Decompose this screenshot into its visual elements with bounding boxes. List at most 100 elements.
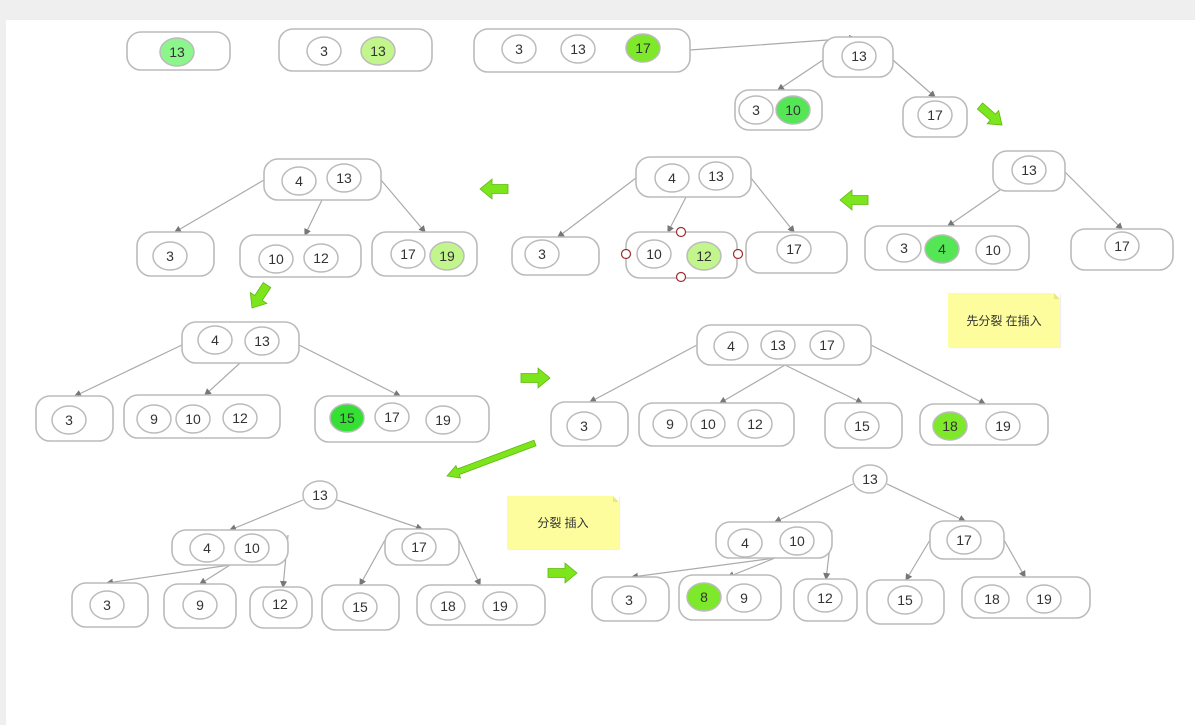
key-circle[interactable] xyxy=(844,411,880,441)
resize-handle[interactable] xyxy=(675,271,687,283)
tree-edge xyxy=(718,364,786,404)
key-circle[interactable] xyxy=(1026,584,1062,614)
key-circle[interactable] xyxy=(611,585,647,615)
step-arrow-icon xyxy=(839,189,869,211)
key-circle[interactable] xyxy=(760,330,796,360)
key-value: 4 xyxy=(295,173,303,189)
key-value: 13 xyxy=(708,168,724,184)
tree-edge xyxy=(198,564,231,585)
key-circle[interactable] xyxy=(234,533,270,563)
key-circle[interactable] xyxy=(1104,231,1140,261)
key-circle[interactable] xyxy=(303,243,339,273)
key-circle[interactable] xyxy=(222,403,258,433)
tree-edge xyxy=(905,539,931,582)
key-value: 15 xyxy=(339,410,355,426)
key-circle[interactable] xyxy=(946,525,982,555)
key-circle[interactable] xyxy=(262,589,298,619)
btree-node[interactable] xyxy=(239,234,362,278)
key-circle[interactable] xyxy=(654,163,690,193)
key-circle[interactable] xyxy=(698,161,734,191)
key-circle[interactable] xyxy=(686,241,722,271)
resize-handle[interactable] xyxy=(675,226,687,238)
key-circle[interactable] xyxy=(136,404,172,434)
key-circle[interactable] xyxy=(727,528,763,558)
key-circle[interactable] xyxy=(306,36,342,66)
note-text: 分裂 插入 xyxy=(537,516,589,530)
key-circle[interactable] xyxy=(807,583,843,613)
key-circle[interactable] xyxy=(425,405,461,435)
key-circle[interactable] xyxy=(390,239,426,269)
key-circle[interactable] xyxy=(329,403,365,433)
key-circle[interactable] xyxy=(932,411,968,441)
key-circle[interactable] xyxy=(1011,155,1047,185)
key-circle[interactable] xyxy=(737,409,773,439)
key-value: 10 xyxy=(646,246,662,262)
key-circle[interactable] xyxy=(924,234,960,264)
key-circle[interactable] xyxy=(89,590,125,620)
key-value: 8 xyxy=(700,589,708,605)
key-circle[interactable] xyxy=(51,405,87,435)
key-circle[interactable] xyxy=(841,41,877,71)
key-circle[interactable] xyxy=(374,402,410,432)
key-circle[interactable] xyxy=(886,233,922,263)
key-circle[interactable] xyxy=(182,590,218,620)
tree-edge xyxy=(784,364,864,404)
key-circle[interactable] xyxy=(326,163,362,193)
key-circle[interactable] xyxy=(917,100,953,130)
key-circle[interactable] xyxy=(152,241,188,271)
key-circle[interactable] xyxy=(985,411,1021,441)
btree-node[interactable] xyxy=(278,28,433,72)
key-circle[interactable] xyxy=(429,241,465,271)
key-circle[interactable] xyxy=(524,239,560,269)
key-circle[interactable] xyxy=(887,585,923,615)
btree-node[interactable] xyxy=(635,156,752,198)
key-circle[interactable] xyxy=(342,592,378,622)
key-circle[interactable] xyxy=(975,235,1011,265)
key-circle[interactable] xyxy=(258,244,294,274)
key-circle[interactable] xyxy=(738,95,774,125)
key-circle[interactable] xyxy=(775,95,811,125)
key-circle[interactable] xyxy=(636,239,672,269)
key-circle[interactable] xyxy=(652,409,688,439)
key-circle[interactable] xyxy=(566,411,602,441)
resize-handle[interactable] xyxy=(732,248,744,260)
key-circle[interactable] xyxy=(302,480,338,510)
sticky-note-split-insert[interactable]: 分裂 插入 xyxy=(507,496,619,549)
resize-handle[interactable] xyxy=(620,248,632,260)
key-circle[interactable] xyxy=(625,33,661,63)
key-circle[interactable] xyxy=(776,234,812,264)
tree-edge xyxy=(298,344,402,397)
key-circle[interactable] xyxy=(281,166,317,196)
key-circle[interactable] xyxy=(686,582,722,612)
tree-edge xyxy=(892,59,936,98)
key-circle[interactable] xyxy=(726,583,762,613)
key-value: 13 xyxy=(254,333,270,349)
key-circle[interactable] xyxy=(197,325,233,355)
key-circle[interactable] xyxy=(690,409,726,439)
key-circle[interactable] xyxy=(560,34,596,64)
step-arrow-icon xyxy=(547,562,578,584)
key-value: 9 xyxy=(666,416,674,432)
key-circle[interactable] xyxy=(852,464,888,494)
tree-edge xyxy=(458,539,481,587)
key-value: 3 xyxy=(900,240,908,256)
key-circle[interactable] xyxy=(430,591,466,621)
key-circle[interactable] xyxy=(974,584,1010,614)
key-circle[interactable] xyxy=(809,330,845,360)
key-value: 10 xyxy=(268,251,284,267)
note-text: 先分裂 在插入 xyxy=(966,313,1042,328)
key-circle[interactable] xyxy=(175,404,211,434)
key-value: 17 xyxy=(635,40,651,56)
key-circle[interactable] xyxy=(189,533,225,563)
key-circle[interactable] xyxy=(501,34,537,64)
key-circle[interactable] xyxy=(482,591,518,621)
sticky-note-split-then-insert[interactable]: 先分裂 在插入 xyxy=(948,293,1060,347)
key-value: 17 xyxy=(1114,238,1130,254)
key-circle[interactable] xyxy=(244,326,280,356)
key-circle[interactable] xyxy=(159,37,195,67)
key-circle[interactable] xyxy=(360,36,396,66)
key-circle[interactable] xyxy=(401,532,437,562)
key-circle[interactable] xyxy=(779,526,815,556)
key-circle[interactable] xyxy=(713,331,749,361)
